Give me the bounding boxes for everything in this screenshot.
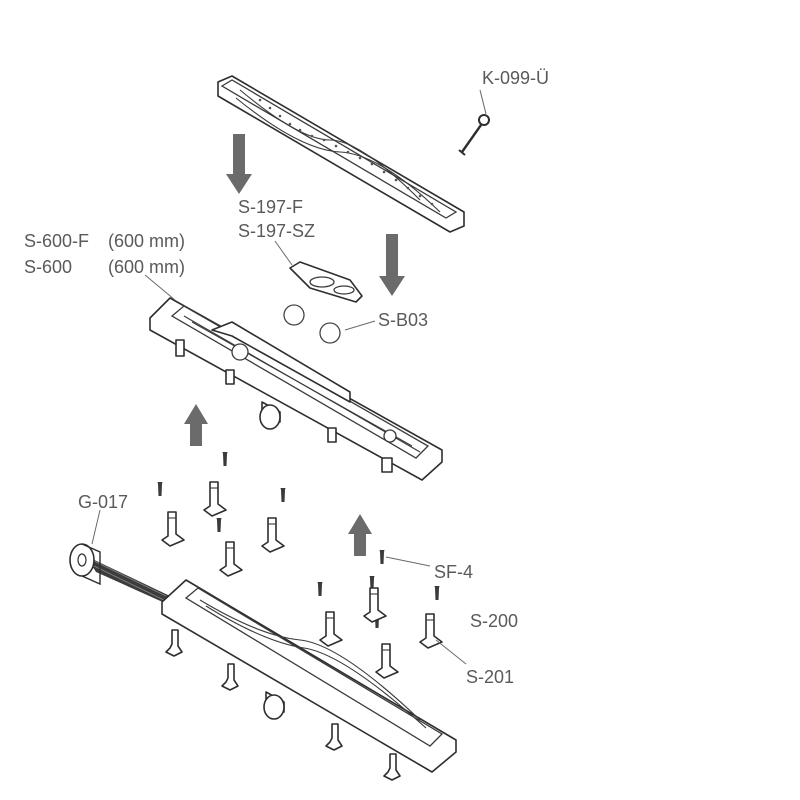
- sealing-ring: [319, 322, 341, 344]
- adjustable-feet-set: [157, 452, 286, 577]
- sealing-tape-roll: [69, 543, 176, 608]
- drain-channel-body: [149, 297, 443, 481]
- arrow-down-icon: [226, 134, 252, 194]
- label-s600f: S-600-F: [24, 231, 89, 251]
- label-s600: S-600: [24, 257, 72, 277]
- arrow-up-icon: [184, 404, 208, 446]
- adjustable-feet-set: [317, 550, 443, 679]
- odour-trap-insert: [289, 261, 363, 303]
- channel-feet: [175, 339, 393, 473]
- arrow-down-icon: [379, 234, 405, 296]
- label-sf4: SF-4: [434, 562, 473, 582]
- leader-g017: [91, 509, 101, 545]
- label-g017: G-017: [78, 492, 128, 512]
- label-sb03: S-B03: [378, 310, 428, 330]
- leader-s600: [144, 274, 176, 301]
- label-s201: S-201: [466, 667, 514, 687]
- grate-cover: [217, 75, 465, 233]
- label-s197sz: S-197-SZ: [238, 221, 315, 241]
- label-s200: S-200: [470, 611, 518, 631]
- label-s197f: S-197-F: [238, 197, 303, 217]
- leader-k099: [479, 89, 487, 115]
- arrow-up-icon: [348, 514, 372, 556]
- label-s600f-length: (600 mm): [108, 231, 185, 251]
- drain-outlet-pipe: [259, 401, 281, 430]
- drain-channel-assembled: [161, 579, 457, 781]
- leader-s201: [435, 639, 467, 665]
- label-k099: K-099-Ü: [482, 68, 549, 88]
- leader-sb03: [344, 320, 376, 331]
- sealing-ring: [283, 304, 305, 326]
- grate-lift-key: [458, 114, 490, 156]
- grate-perforation: [258, 98, 434, 206]
- leader-s197: [274, 240, 293, 266]
- label-s600-length: (600 mm): [108, 257, 185, 277]
- leader-sf4: [385, 556, 431, 567]
